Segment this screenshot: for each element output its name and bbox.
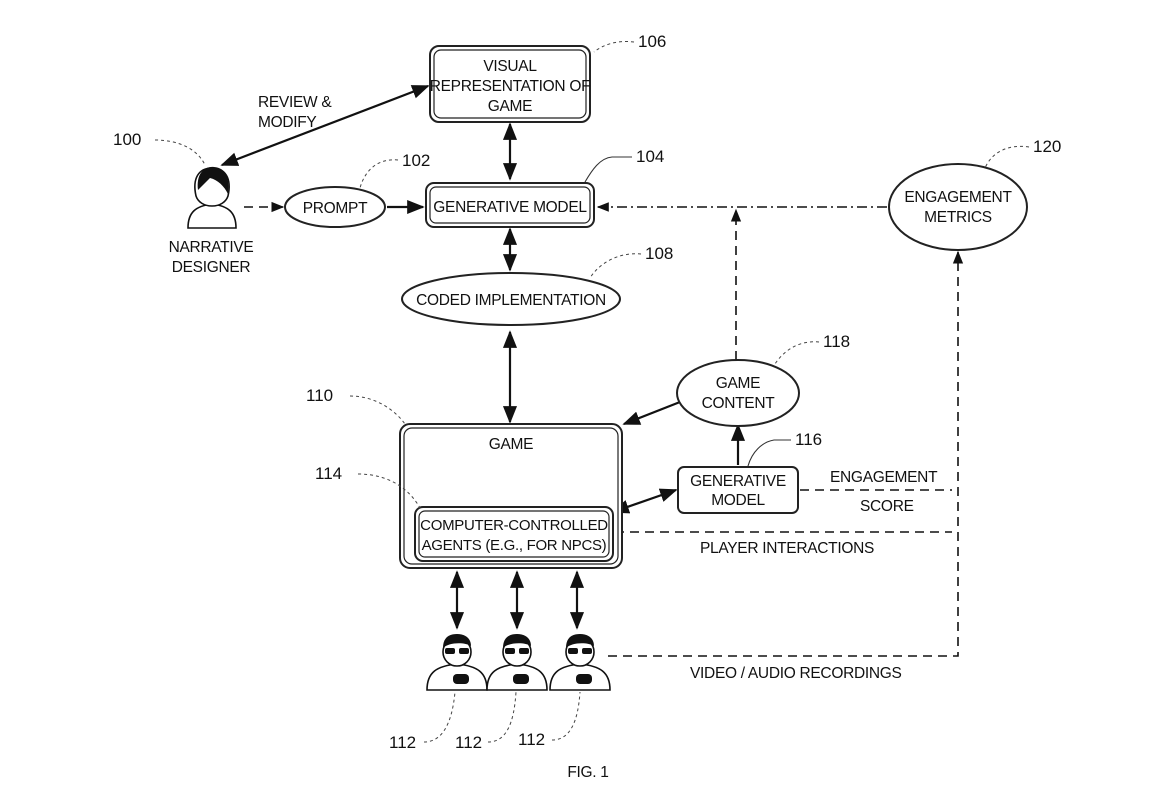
ref-game: 110	[306, 386, 333, 405]
prompt-label: PROMPT	[303, 200, 368, 217]
ref-generative-model-top-leader	[584, 156, 632, 183]
video-audio-line	[608, 250, 964, 657]
coded-implementation-node: CODED IMPLEMENTATION	[401, 272, 621, 326]
agents-node: COMPUTER-CONTROLLED AGENTS (E.G., FOR NP…	[414, 506, 614, 562]
ref-game-content: 118	[823, 332, 850, 351]
generative-model-bottom-line-2: MODEL	[711, 492, 765, 509]
ref-visual-representation-leader	[593, 41, 635, 53]
coded-implementation-label: CODED IMPLEMENTATION	[416, 292, 606, 309]
ref-player-1: 112	[389, 733, 416, 752]
engagement-score-line-1: ENGAGEMENT	[830, 469, 938, 486]
generative-model-bottom-line-1: GENERATIVE	[690, 473, 786, 490]
figure-caption: FIG. 1	[567, 764, 608, 781]
visual-representation-node: VISUAL REPRESENTATION OF GAME	[429, 45, 591, 123]
review-modify-line-1: REVIEW &	[258, 94, 332, 111]
player-icon	[549, 634, 611, 691]
ref-prompt: 102	[402, 151, 430, 170]
game-label: GAME	[489, 436, 533, 453]
game-content-line-2: CONTENT	[702, 395, 776, 412]
ref-coded-implementation: 108	[645, 244, 673, 263]
generative-model-top-label: GENERATIVE MODEL	[433, 199, 587, 216]
ref-designer-leader	[154, 139, 206, 166]
agents-model-arrow	[611, 488, 678, 514]
agents-line-2: AGENTS (E.G., FOR NPCS)	[422, 537, 607, 554]
game-content-node: GAME CONTENT	[676, 359, 800, 427]
game-content-line-1: GAME	[716, 375, 760, 392]
ref-coded-implementation-leader	[589, 253, 642, 279]
visual-rep-line-3: GAME	[488, 98, 532, 115]
visual-rep-line-2: REPRESENTATION OF	[430, 78, 591, 95]
ref-agents-leader	[357, 473, 421, 509]
ref-player-3-leader	[551, 691, 581, 741]
player-icon	[486, 634, 548, 691]
ref-agents: 114	[315, 464, 342, 483]
designer-label-line-2: DESIGNER	[172, 259, 251, 276]
review-modify-line-2: MODIFY	[258, 114, 316, 131]
ref-player-2: 112	[455, 733, 482, 752]
agents-line-1: COMPUTER-CONTROLLED	[420, 517, 608, 534]
visual-rep-line-1: VISUAL	[483, 58, 537, 75]
narrative-designer-icon	[187, 166, 237, 229]
ref-designer: 100	[113, 130, 141, 149]
engagement-metrics-node: ENGAGEMENT METRICS	[888, 163, 1028, 251]
ref-game-leader	[349, 395, 406, 425]
content-to-game-arrow	[622, 400, 681, 426]
ref-prompt-leader	[359, 159, 399, 189]
prompt-node: PROMPT	[284, 186, 386, 228]
engagement-metrics-line-1: ENGAGEMENT	[904, 189, 1012, 206]
engagement-score-line-2: SCORE	[860, 498, 914, 515]
review-modify-arrow	[220, 84, 430, 167]
ref-visual-representation: 106	[638, 32, 666, 51]
designer-label-line-1: NARRATIVE	[169, 239, 254, 256]
ref-engagement-metrics-leader	[984, 145, 1030, 169]
video-audio-label: VIDEO / AUDIO RECORDINGS	[690, 665, 902, 682]
generative-model-top-node: GENERATIVE MODEL	[425, 182, 595, 228]
ref-game-content-leader	[774, 341, 820, 365]
ref-player-1-leader	[423, 691, 456, 743]
ref-engagement-metrics: 120	[1033, 137, 1061, 156]
player-interactions-label: PLAYER INTERACTIONS	[700, 540, 874, 557]
generative-model-bottom-node: GENERATIVE MODEL	[677, 466, 799, 514]
engagement-metrics-line-2: METRICS	[924, 209, 992, 226]
ref-player-3: 112	[518, 730, 545, 749]
ref-generative-model-top: 104	[636, 147, 664, 166]
ref-generative-model-bottom: 116	[795, 430, 822, 449]
ref-generative-model-bottom-leader	[747, 439, 791, 467]
player-icon	[426, 634, 488, 691]
ref-player-2-leader	[487, 691, 517, 743]
